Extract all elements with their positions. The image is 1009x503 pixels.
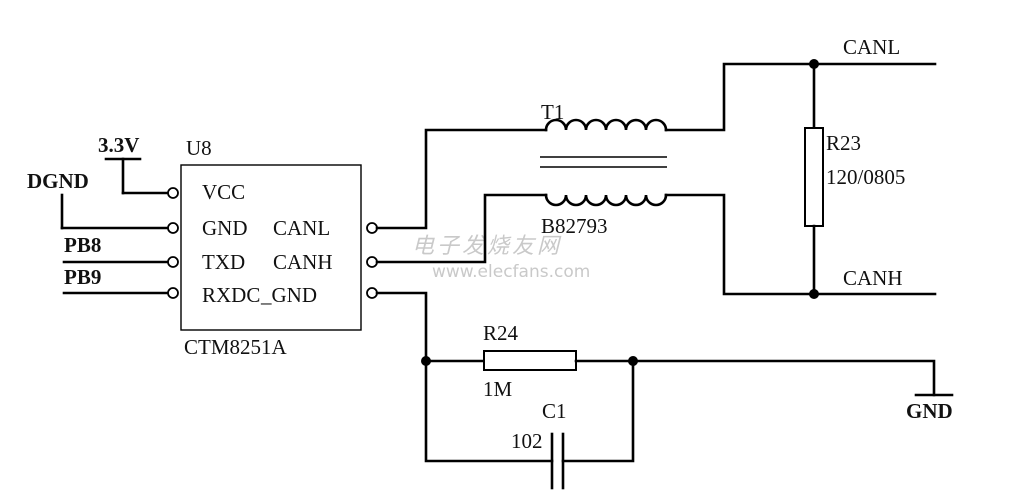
canl-ic-wire	[375, 128, 548, 230]
r24-value: 1M	[483, 377, 513, 401]
pin-canl-label: CANL	[273, 216, 330, 240]
t1-bottom-winding	[544, 193, 668, 207]
dgnd-label: DGND	[27, 169, 89, 193]
r23-value: 120/0805	[826, 165, 905, 189]
pin-vcc	[167, 187, 179, 199]
pb8-label: PB8	[64, 233, 101, 257]
pin-canh	[366, 256, 378, 268]
r23-ref: R23	[826, 131, 861, 155]
r24-body	[483, 350, 577, 371]
c1-lead-right	[561, 359, 635, 463]
canh-label: CANH	[843, 266, 903, 290]
r23-body	[804, 127, 824, 227]
t1-part: B82793	[541, 214, 608, 238]
pb9-label: PB9	[64, 265, 101, 289]
gnd-wire	[631, 359, 936, 397]
c1-ref: C1	[542, 399, 567, 423]
u8-ref: U8	[186, 136, 212, 160]
watermark-url: www.elecfans.com	[432, 262, 590, 282]
pin-gnd-label: GND	[202, 216, 248, 240]
pin-canl	[366, 222, 378, 234]
canl-bus-wire	[664, 62, 937, 132]
pin-rxd	[167, 287, 179, 299]
canl-label: CANL	[843, 35, 900, 59]
gnd-ic-wire	[375, 291, 428, 363]
canh-bus-wire	[664, 193, 937, 296]
c1-lead-left	[424, 359, 554, 463]
pin-gnd2	[366, 287, 378, 299]
canh-junction	[809, 289, 819, 299]
t1-top-winding	[544, 118, 668, 132]
pin-txd	[167, 256, 179, 268]
gnd-label: GND	[906, 399, 953, 423]
rc-left-junction	[421, 356, 431, 366]
pin-vcc-label: VCC	[202, 180, 245, 204]
canh-ic-wire	[375, 193, 548, 264]
pin-rxd-label: RXDC	[202, 283, 260, 307]
canl-junction	[809, 59, 819, 69]
u8-body	[180, 164, 362, 331]
c1-value: 102	[511, 429, 543, 453]
pin-txd-label: TXD	[202, 250, 245, 274]
t1-ref: T1	[541, 100, 564, 124]
vcc-label: 3.3V	[98, 133, 139, 157]
watermark-cn: 电子发烧友网	[412, 234, 562, 259]
pin-gnd2-label: _GND	[260, 283, 317, 307]
pin-gnd	[167, 222, 179, 234]
pin-canh-label: CANH	[273, 250, 333, 274]
r24-ref: R24	[483, 321, 519, 345]
u8-part: CTM8251A	[184, 335, 288, 359]
